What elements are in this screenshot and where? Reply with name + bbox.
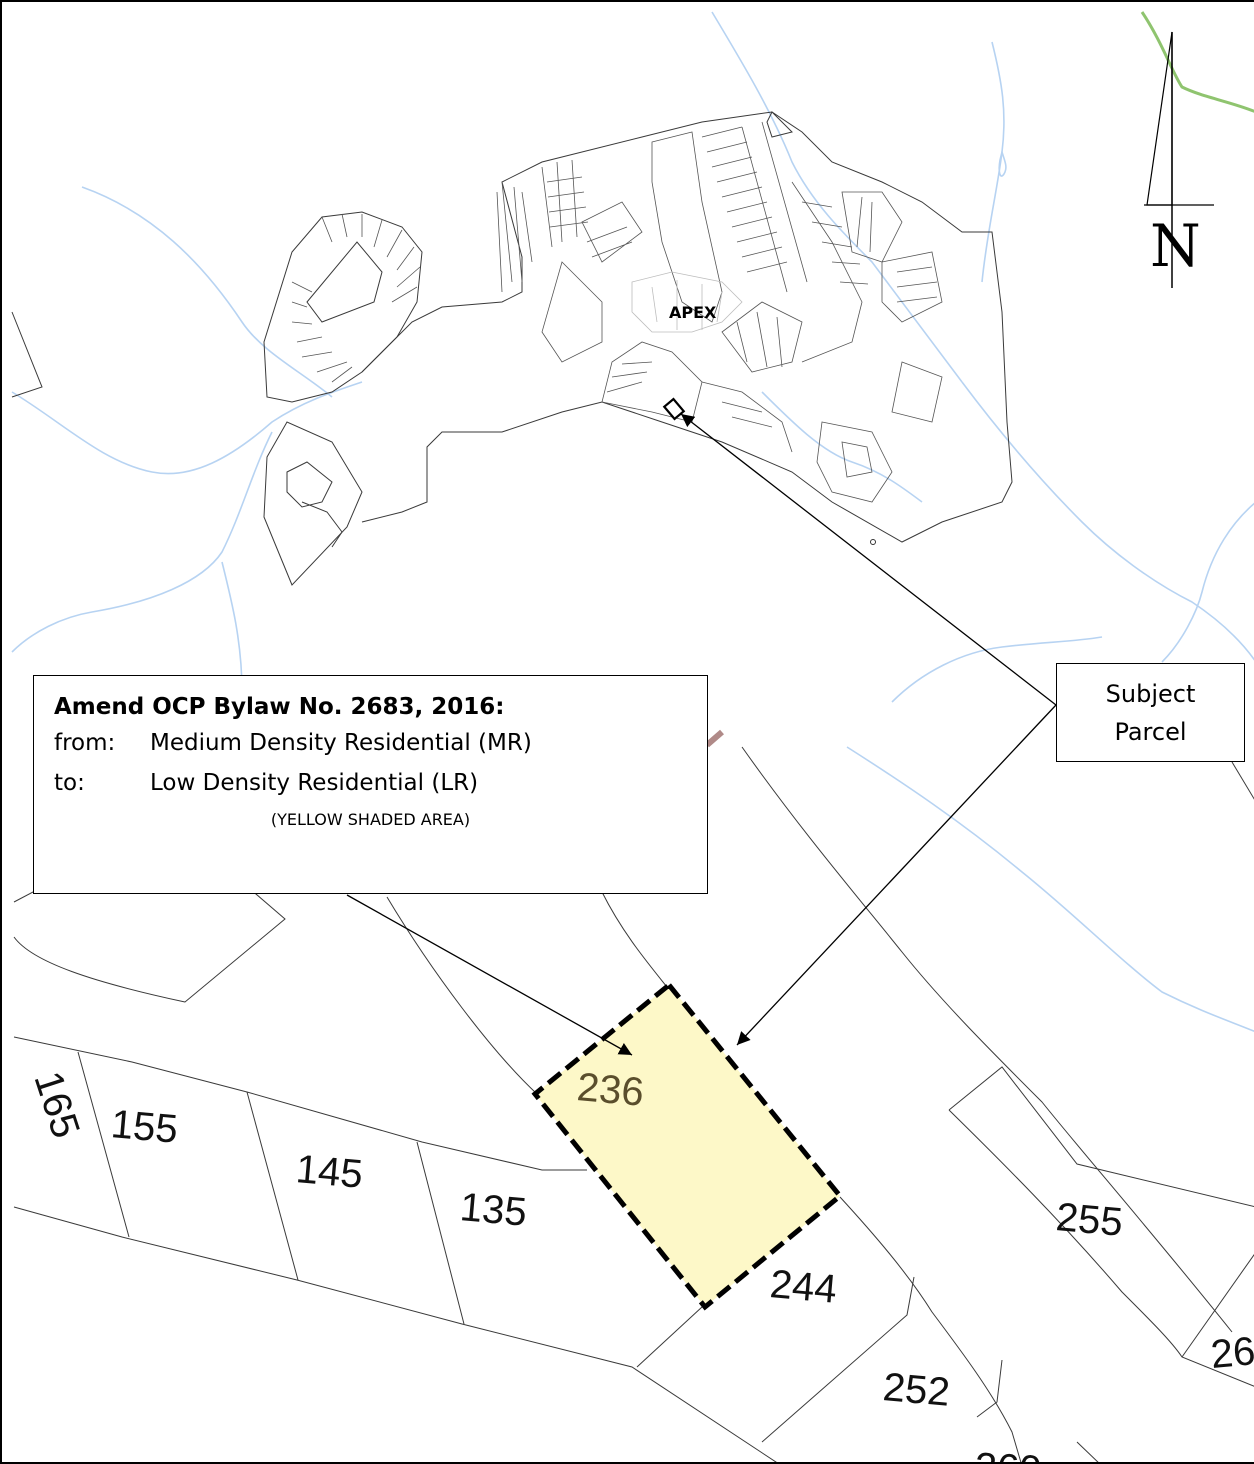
- lot-number-260: 260: [974, 1445, 1043, 1464]
- amendment-note: (YELLOW SHADED AREA): [270, 810, 471, 829]
- amendment-from-row: from: Medium Density Residential (MR): [54, 730, 687, 756]
- subject-parcel: [531, 981, 844, 1311]
- lot-number-244: 244: [768, 1262, 838, 1312]
- lot-number-236: 236: [575, 1065, 645, 1115]
- road-stub: [705, 729, 724, 748]
- lot-number-252: 252: [881, 1365, 951, 1415]
- subject-parcel-callout: Subject Parcel: [1056, 663, 1245, 762]
- amendment-title: Amend OCP Bylaw No. 2683, 2016:: [54, 694, 505, 720]
- to-key: to:: [54, 770, 85, 796]
- leader-arrows: [346, 413, 1057, 1056]
- amendment-to-row: to: Low Density Residential (LR): [54, 770, 687, 796]
- to-value: Low Density Residential (LR): [150, 770, 479, 796]
- from-value: Medium Density Residential (MR): [150, 730, 532, 756]
- amendment-callout: Amend OCP Bylaw No. 2683, 2016: from: Me…: [33, 675, 708, 894]
- lot-number-145: 145: [294, 1147, 364, 1197]
- arrow-to-subject-detail: [736, 704, 1057, 1046]
- lot-number-165: 165: [25, 1066, 87, 1143]
- arrow-to-subject-overview: [680, 413, 1057, 706]
- arrow-to-236: [346, 894, 633, 1056]
- lot-number-155: 155: [109, 1102, 179, 1152]
- north-label: N: [1150, 212, 1201, 280]
- creek-lines: [11, 11, 1254, 1033]
- from-key: from:: [54, 730, 116, 756]
- subject-marker-overview: [662, 397, 686, 421]
- subject-label-line1: Subject: [1105, 679, 1196, 708]
- highway-line: [1140, 11, 1254, 113]
- detail-parcels: [13, 746, 1254, 1462]
- lot-number-26: 26: [1209, 1329, 1254, 1377]
- north-arrow: N: [1144, 31, 1214, 288]
- apex-subdivision: [11, 111, 1013, 586]
- lot-number-255: 255: [1054, 1195, 1124, 1245]
- apex-label: APEX: [669, 303, 717, 322]
- subject-label-line2: Parcel: [1114, 717, 1187, 746]
- lot-number-135: 135: [458, 1185, 528, 1235]
